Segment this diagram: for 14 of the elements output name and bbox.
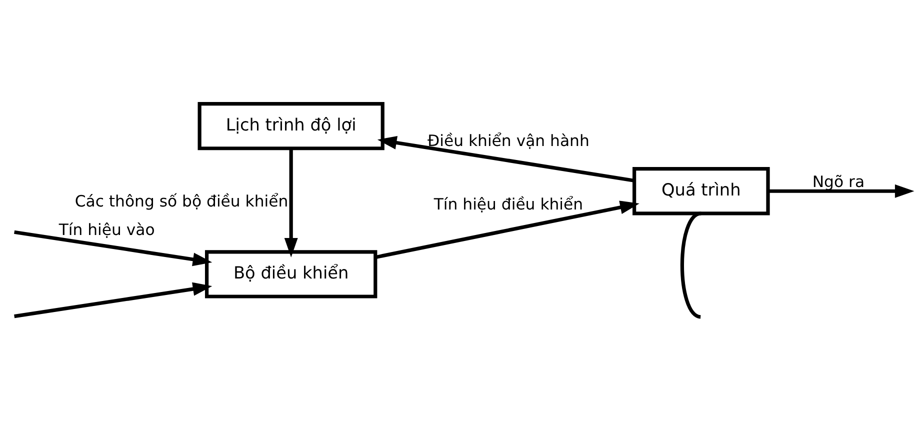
node-box: Quá trình	[632, 166, 770, 215]
edge-label: Tín hiệu vào	[58, 219, 155, 238]
arrow	[14, 230, 212, 266]
arrow	[14, 282, 212, 318]
edge-label: Điều khiển vận hành	[428, 130, 590, 150]
arrow	[284, 148, 298, 257]
arrow	[768, 184, 914, 198]
arrow	[377, 136, 634, 182]
edge-label: Tín hiệu điều khiển	[434, 194, 584, 214]
edge-label: Ngõ ra	[812, 171, 865, 190]
node-box: Bộ điều khiển	[204, 250, 378, 298]
node-box: Lịch trình độ lợi	[198, 102, 384, 150]
arrow	[375, 200, 640, 258]
edge-label: Các thông số bộ điều khiển	[74, 191, 288, 210]
